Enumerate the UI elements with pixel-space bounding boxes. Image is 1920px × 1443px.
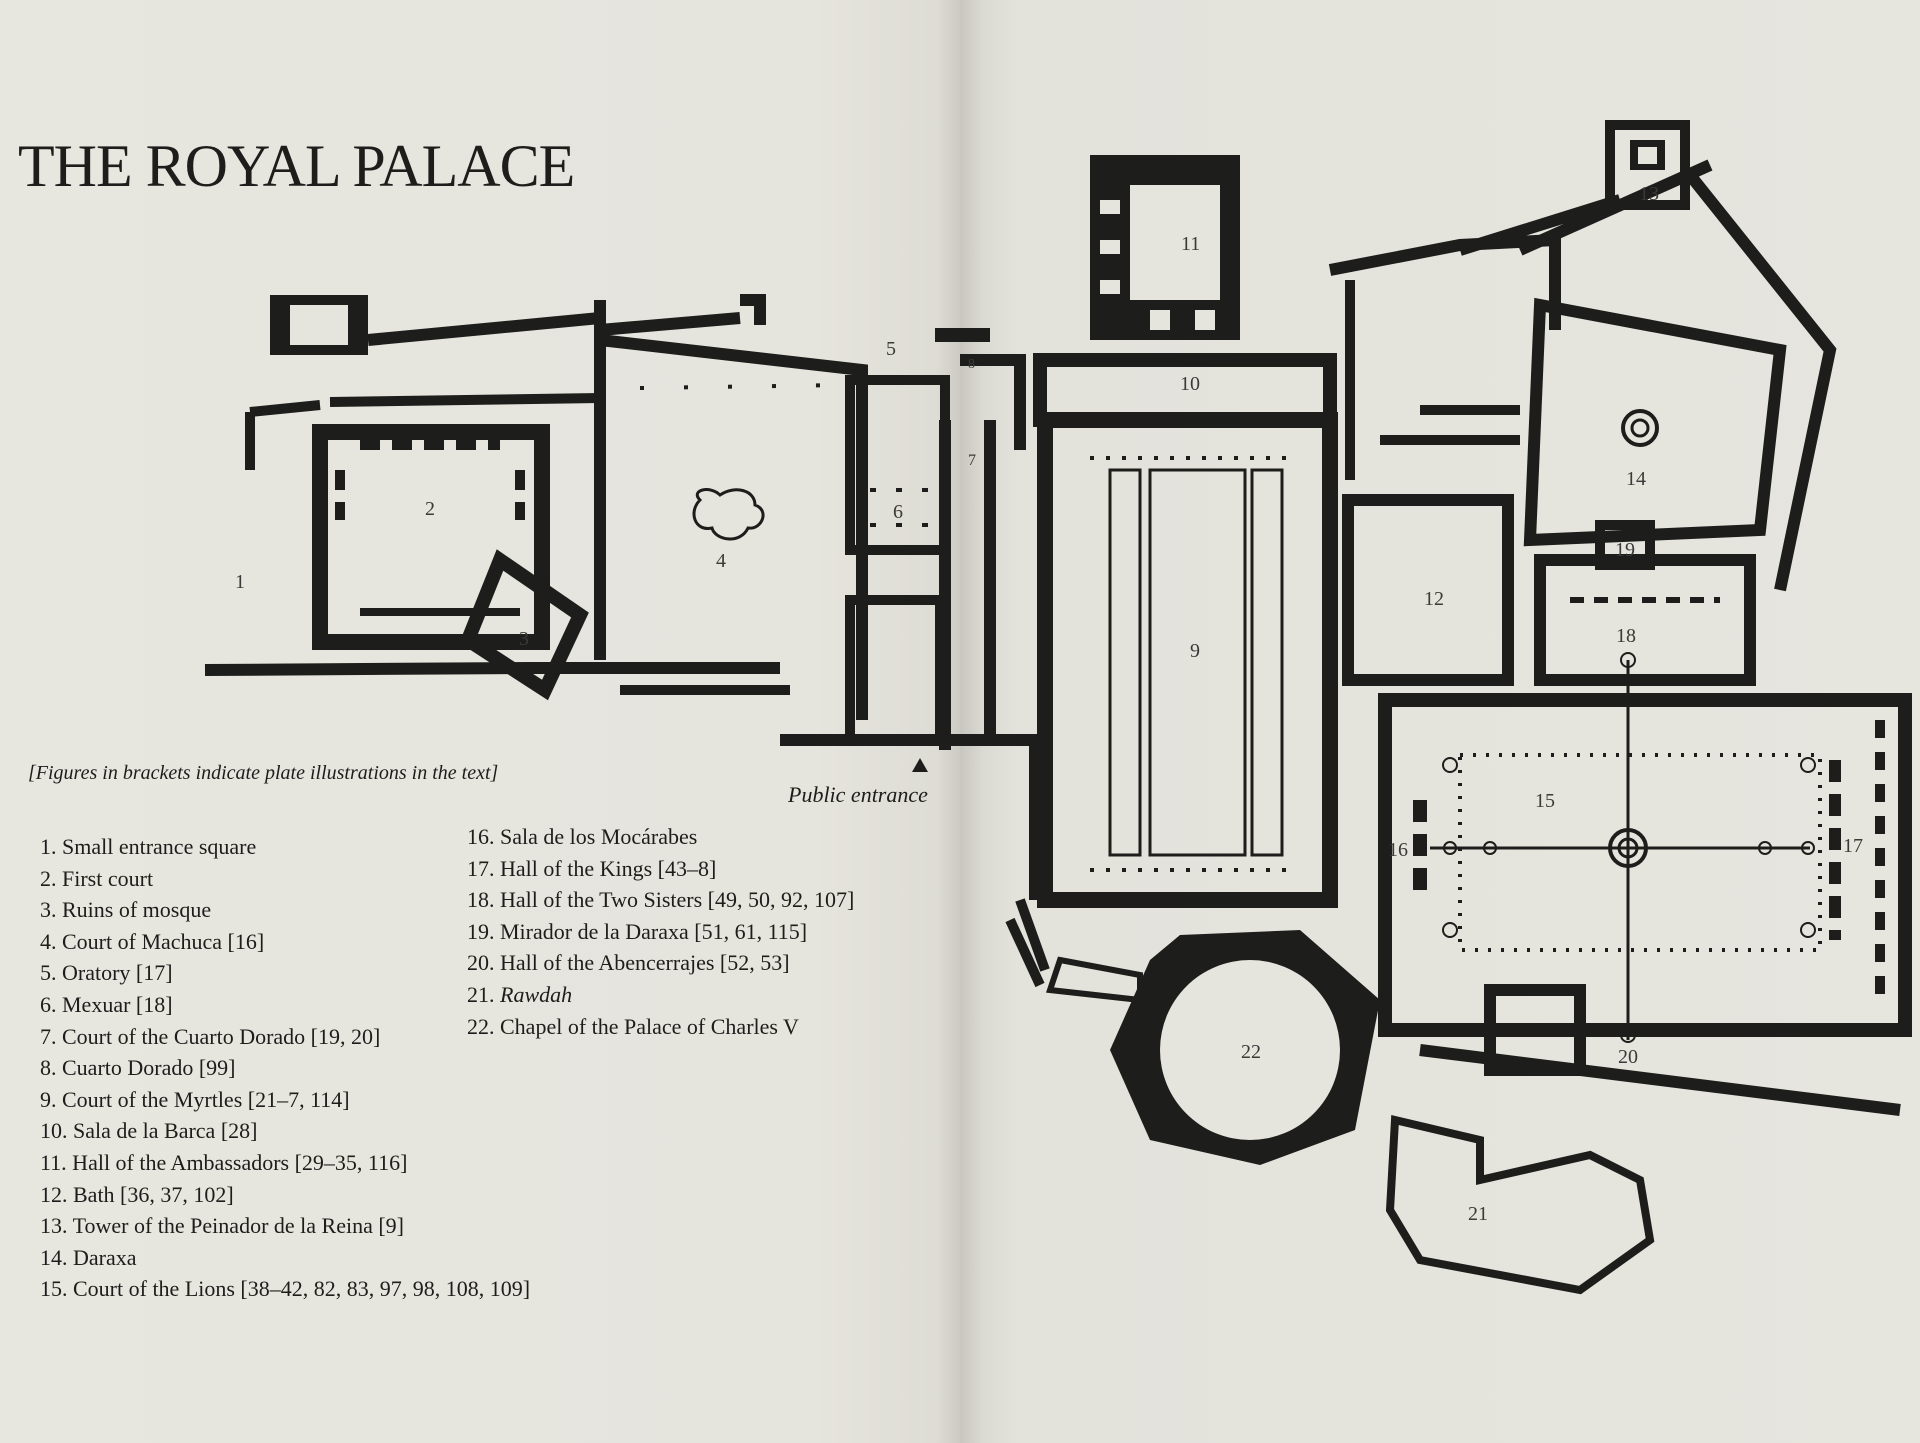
legend-item: 21. Rawdah: [467, 979, 854, 1011]
legend-number: 16.: [467, 824, 495, 849]
legend-item: 8. Cuarto Dorado [99]: [40, 1055, 236, 1081]
legend-item: 7. Court of the Cuarto Dorado [19, 20]: [40, 1023, 381, 1049]
bracket-note: [Figures in brackets indicate plate illu…: [28, 762, 499, 784]
plan-label-21: 21: [1468, 1203, 1488, 1225]
plan-label-10: 10: [1180, 373, 1200, 395]
legend-name: Sala de los Mocárabes: [500, 824, 698, 849]
plan-label-18: 18: [1616, 625, 1636, 647]
legend-number: 18.: [467, 887, 495, 913]
plan-label-12: 12: [1424, 588, 1444, 610]
first-court-walls: [312, 424, 550, 650]
plan-label-11: 11: [1181, 233, 1200, 255]
public-entrance-label: Public entrance: [788, 782, 928, 807]
legend-number: 21.: [467, 981, 495, 1007]
legend-item: 5. Oratory [17]: [40, 960, 173, 986]
bath: [1342, 494, 1514, 686]
legend-number: 19.: [467, 918, 495, 944]
rawdah: [1385, 1115, 1655, 1295]
plan-label-7: 7: [968, 452, 976, 469]
plan-label-2: 2: [425, 498, 435, 520]
legend-item: 20. Hall of the Abencerrajes [52, 53]: [467, 947, 854, 979]
plan-label-8: 8: [968, 357, 975, 372]
court-of-myrtles: [1037, 412, 1338, 908]
legend-item: 4. Court of Machuca [16]: [40, 928, 265, 954]
legend-item: 14. Daraxa: [40, 1244, 137, 1270]
plan-label-17: 17: [1843, 835, 1863, 857]
plan-label-6: 6: [893, 501, 903, 523]
legend-item: 16. Sala de los Mocárabes: [467, 821, 854, 853]
legend-item: 12. Bath [36, 37, 102]: [40, 1181, 234, 1207]
legend-name: Hall of the Two Sisters [49, 50, 92, 107…: [500, 887, 855, 913]
plan-label-1: 1: [235, 571, 245, 593]
left-page: [0, 0, 960, 1443]
legend-number: 20.: [467, 950, 495, 976]
plan-label-13: 13: [1639, 183, 1659, 205]
legend-name: Hall of the Abencerrajes [52, 53]: [500, 950, 790, 976]
daraxa-fountain: [1621, 409, 1659, 447]
legend-name: Hall of the Kings [43–8]: [500, 855, 717, 881]
daraxa-garden: [1523, 297, 1787, 547]
legend-item: 6. Mexuar [18]: [40, 991, 173, 1017]
hall-of-two-sisters: [1534, 554, 1756, 686]
legend-item: 19. Mirador de la Daraxa [51, 61, 115]: [467, 916, 854, 948]
plan-label-15: 15: [1535, 790, 1555, 812]
plan-label-22: 22: [1241, 1041, 1261, 1063]
court-of-the-lions: [1378, 693, 1912, 1037]
plan-label-16: 16: [1388, 839, 1408, 861]
legend-item: 22. Chapel of the Palace of Charles V: [467, 1011, 854, 1043]
legend-left-column: 1. Small entrance square 2. First court …: [40, 831, 530, 1305]
legend-item: 17. Hall of the Kings [43–8]: [467, 853, 854, 885]
plan-label-19: 19: [1615, 539, 1635, 561]
legend-item: 18. Hall of the Two Sisters [49, 50, 92,…: [467, 884, 854, 916]
legend-name: Rawdah: [500, 981, 573, 1007]
plan-label-20: 20: [1618, 1046, 1638, 1068]
legend-name: Mirador de la Daraxa [51, 61, 115]: [500, 918, 808, 944]
legend-item: 9. Court of the Myrtles [21–7, 114]: [40, 1086, 350, 1112]
public-entrance-marker: [912, 758, 928, 772]
legend-item: 11. Hall of the Ambassadors [29–35, 116]: [40, 1149, 408, 1175]
plan-label-9: 9: [1190, 640, 1200, 662]
plan-label-14: 14: [1626, 468, 1646, 490]
machuca-pool: [692, 488, 765, 541]
plan-label-5: 5: [886, 338, 896, 360]
legend-number: 17.: [467, 855, 495, 881]
page-title: THE ROYAL PALACE: [18, 133, 575, 199]
legend-item: 3. Ruins of mosque: [40, 897, 212, 923]
peinador-tower: [1605, 120, 1690, 210]
mosque-ruins: [459, 549, 589, 701]
legend-item: 15. Court of the Lions [38–42, 82, 83, 9…: [40, 1276, 531, 1302]
legend-item: 13. Tower of the Peinador de la Reina [9…: [40, 1213, 404, 1239]
legend-item: 10. Sala de la Barca [28]: [40, 1118, 258, 1144]
legend-number: 22.: [467, 1013, 495, 1039]
legend-item: 2. First court: [40, 865, 154, 891]
lions-fountain: [1608, 828, 1648, 868]
legend-name: Chapel of the Palace of Charles V: [500, 1013, 799, 1039]
plan-label-4: 4: [716, 550, 726, 572]
legend-item: 1. Small entrance square: [40, 834, 257, 859]
plan-label-3: 3: [519, 628, 529, 650]
legend-right-column: 16. Sala de los Mocárabes 17. Hall of th…: [467, 821, 854, 1042]
